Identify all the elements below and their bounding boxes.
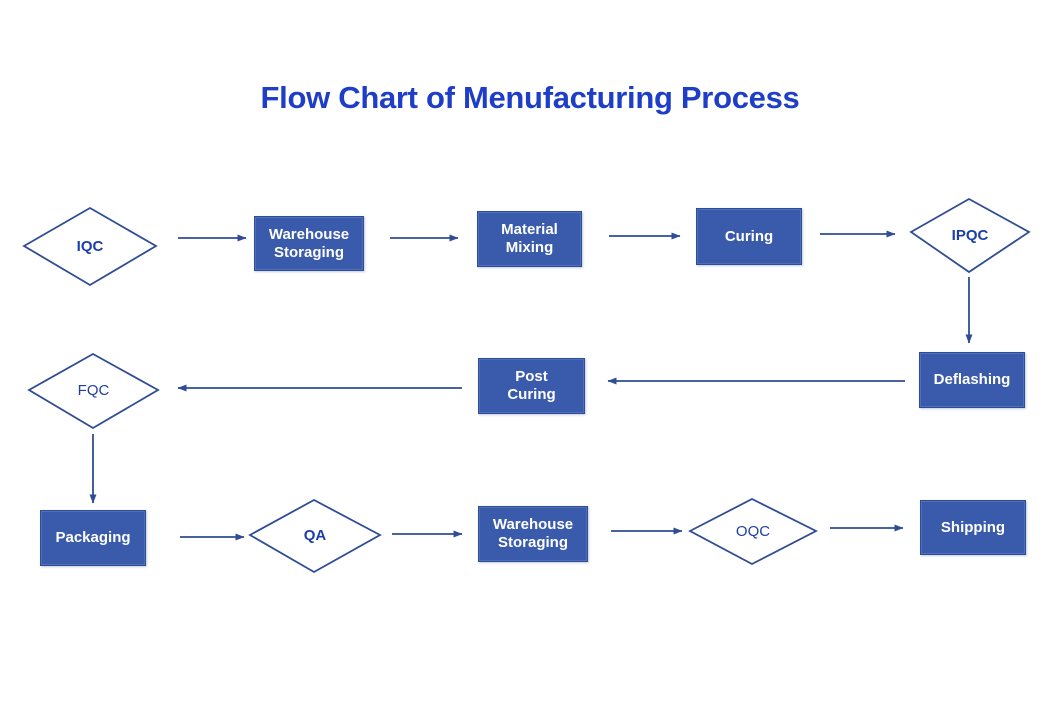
node-material-mixing[interactable]: Material Mixing (477, 211, 582, 267)
node-qa-label: QA (303, 527, 327, 545)
node-post-curing[interactable]: Post Curing (478, 358, 585, 414)
node-warehouse-storaging-1-label: Warehouse Storaging (268, 225, 350, 261)
node-fqc-label: FQC (77, 382, 110, 400)
node-curing-label: Curing (724, 227, 774, 245)
node-packaging-label: Packaging (55, 529, 131, 547)
node-warehouse-storaging-2-label: Warehouse Storaging (492, 516, 574, 551)
node-fqc[interactable]: FQC (29, 354, 158, 428)
node-ipqc-label: IPQC (951, 226, 989, 244)
node-iqc[interactable]: IQC (24, 208, 156, 286)
node-deflashing-label: Deflashing (933, 371, 1011, 389)
node-qa[interactable]: QA (250, 500, 380, 572)
node-oqc[interactable]: OQC (690, 499, 816, 565)
page-title: Flow Chart of Menufacturing Process (260, 80, 800, 115)
diamond-outline-fqc (27, 352, 160, 430)
node-deflashing[interactable]: Deflashing (919, 352, 1025, 408)
diamond-outline-oqc (688, 497, 818, 566)
node-ipqc[interactable]: IPQC (911, 199, 1029, 272)
node-curing[interactable]: Curing (696, 208, 802, 265)
diamond-outline-qa (248, 498, 382, 574)
node-shipping[interactable]: Shipping (920, 500, 1026, 555)
node-iqc-label: IQC (76, 238, 104, 256)
node-warehouse-storaging-1[interactable]: Warehouse Storaging (254, 216, 364, 271)
node-packaging[interactable]: Packaging (40, 510, 146, 566)
node-warehouse-storaging-2[interactable]: Warehouse Storaging (478, 506, 588, 562)
diamond-outline-iqc (22, 206, 158, 287)
node-oqc-label: OQC (735, 523, 771, 541)
node-shipping-label: Shipping (940, 518, 1006, 536)
node-material-mixing-label: Material Mixing (501, 221, 558, 256)
node-post-curing-label: Post Curing (507, 368, 556, 403)
diamond-outline-ipqc (909, 197, 1031, 274)
